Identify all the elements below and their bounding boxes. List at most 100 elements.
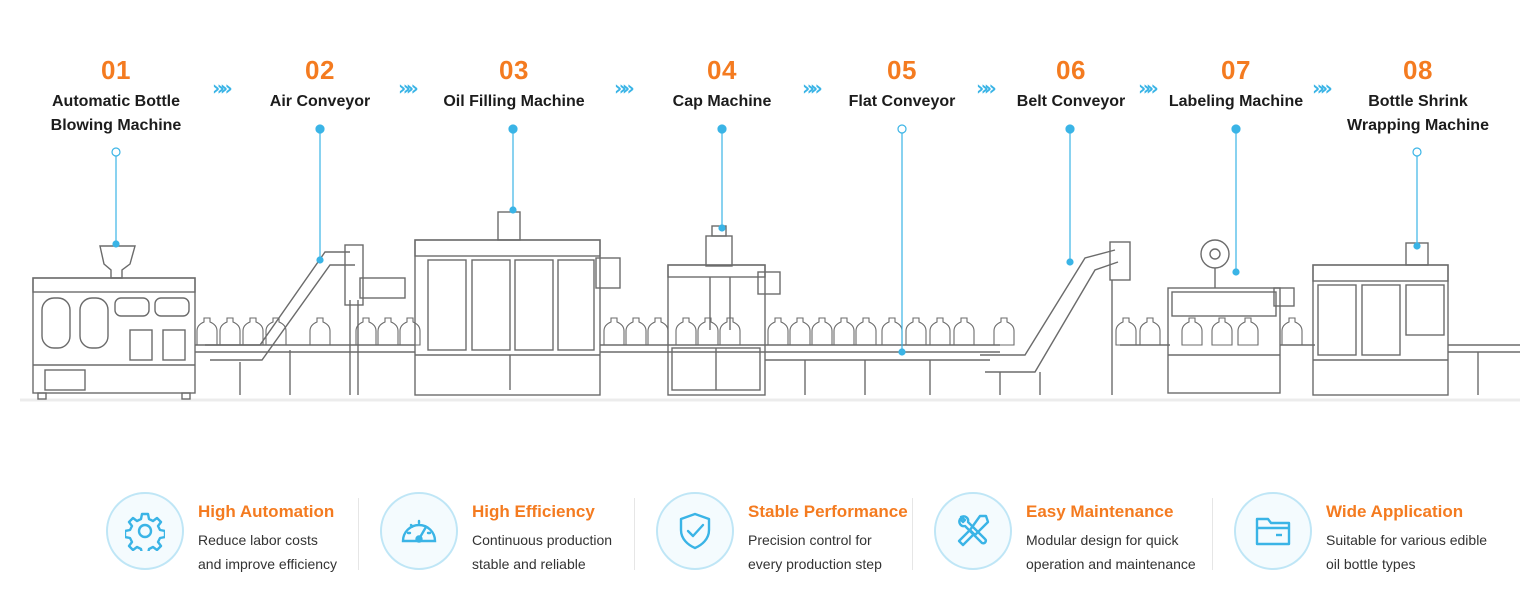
tools-icon: [934, 492, 1012, 570]
step-08: 08 Bottle Shrink Wrapping Machine: [1328, 52, 1508, 138]
step-number: 02: [305, 55, 335, 85]
flow-arrow-5: »»: [976, 76, 997, 100]
oil-bottle: [811, 317, 833, 346]
flow-arrow-1: »»: [212, 76, 233, 100]
feature-desc-line2: stable and reliable: [472, 556, 586, 572]
step-number: 01: [101, 55, 131, 85]
oil-bottle: [196, 317, 218, 346]
step-title-line1: Belt Conveyor: [1016, 93, 1126, 110]
callout-dot: [717, 124, 727, 134]
feature-high-automation: High Automation Reduce labor costs and i…: [106, 492, 376, 582]
oil-bottle: [789, 317, 811, 346]
oil-bottle: [881, 317, 903, 346]
step-title-line1: Oil Filling Machine: [443, 93, 585, 110]
oil-bottle: [399, 317, 421, 346]
feature-title: High Automation: [198, 502, 335, 521]
feature-divider: [1212, 498, 1213, 570]
shrink-wrapping-machine: [1312, 242, 1520, 396]
oil-bottle: [675, 317, 697, 346]
callout-anchor-dot: [718, 224, 726, 232]
feature-desc-line2: operation and maintenance: [1026, 556, 1196, 572]
feature-desc-line1: Reduce labor costs: [198, 532, 318, 548]
production-line-drawing: [20, 124, 1520, 402]
step-number: 03: [499, 55, 529, 85]
oil-bottle: [219, 317, 241, 346]
callout-dot: [315, 124, 325, 134]
oil-bottle: [647, 317, 669, 346]
step-title-line1: Automatic Bottle: [52, 93, 180, 110]
oil-bottle: [1211, 317, 1233, 346]
speedometer-icon: [380, 492, 458, 570]
callout-anchor-dot: [1413, 242, 1421, 250]
oil-bottle: [377, 317, 399, 346]
step-number: 08: [1403, 55, 1433, 85]
callout-anchor-dot: [1066, 258, 1074, 266]
oil-bottle: [767, 317, 789, 346]
feature-stable-performance: Stable Performance Precision control for…: [656, 492, 926, 582]
feature-title: Wide Application: [1326, 502, 1464, 521]
folder-icon: [1234, 492, 1312, 570]
labeling-machine: [1167, 239, 1315, 394]
oil-bottle: [697, 317, 719, 346]
feature-divider: [912, 498, 913, 570]
oil-bottle: [953, 317, 975, 346]
callout-anchor-dot: [1232, 268, 1240, 276]
oil-bottle: [309, 317, 331, 346]
callout-dot: [1412, 147, 1422, 157]
oil-bottle: [355, 317, 377, 346]
step-05: 05 Flat Conveyor: [812, 52, 992, 114]
flat-conveyor: [600, 344, 1000, 395]
feature-wide-application: Wide Application Suitable for various ed…: [1234, 492, 1504, 582]
step-title-line1: Air Conveyor: [269, 93, 371, 110]
flow-arrow-3: »»: [614, 76, 635, 100]
oil-bottle: [833, 317, 855, 346]
callout-anchor-dot: [316, 256, 324, 264]
step-number: 05: [887, 55, 917, 85]
step-06: 06 Belt Conveyor: [981, 52, 1161, 114]
flow-arrow-6: »»: [1138, 76, 1159, 100]
flow-arrow-2: »»: [398, 76, 419, 100]
step-03: 03 Oil Filling Machine: [424, 52, 604, 114]
feature-easy-maintenance: Easy Maintenance Modular design for quic…: [934, 492, 1204, 582]
feature-title: High Efficiency: [472, 502, 595, 521]
flow-arrow-7: »»: [1312, 76, 1333, 100]
step-07: 07 Labeling Machine: [1146, 52, 1326, 114]
step-02: 02 Air Conveyor: [230, 52, 410, 114]
feature-desc-line1: Suitable for various edible: [1326, 532, 1488, 548]
callout-anchor-dot: [509, 206, 517, 214]
callout-anchor-dot: [112, 240, 120, 248]
blowing-machine: [32, 245, 196, 400]
callout-dot: [111, 147, 121, 157]
oil-bottle: [1237, 317, 1259, 346]
step-01: 01 Automatic Bottle Blowing Machine: [26, 52, 206, 138]
callout-anchor-dot: [898, 348, 906, 356]
callout-dot: [1065, 124, 1075, 134]
feature-divider: [634, 498, 635, 570]
belt-conveyor: [980, 241, 1170, 395]
oil-bottle: [719, 317, 741, 346]
oil-bottle: [855, 317, 877, 346]
oil-bottle: [603, 317, 625, 346]
oil-bottle: [1139, 317, 1161, 346]
oil-bottle: [993, 317, 1015, 346]
feature-desc-line1: Precision control for: [748, 532, 872, 548]
oil-bottle: [265, 317, 287, 346]
feature-desc-line1: Modular design for quick: [1026, 532, 1179, 548]
feature-title: Easy Maintenance: [1026, 502, 1174, 521]
feature-desc-line2: oil bottle types: [1326, 556, 1416, 572]
step-title-line2: Blowing Machine: [50, 117, 182, 134]
oil-bottle: [1281, 317, 1303, 346]
step-number: 04: [707, 55, 737, 85]
oil-bottle: [625, 317, 647, 346]
feature-desc-line1: Continuous production: [472, 532, 613, 548]
gear-icon: [106, 492, 184, 570]
feature-desc-line2: every production step: [748, 556, 882, 572]
oil-bottle: [1115, 317, 1137, 346]
shield-check-icon: [656, 492, 734, 570]
flow-arrow-4: »»: [802, 76, 823, 100]
step-number: 06: [1056, 55, 1086, 85]
step-title-line1: Cap Machine: [672, 93, 772, 110]
air-conveyor: [195, 244, 415, 395]
feature-high-efficiency: High Efficiency Continuous production st…: [380, 492, 650, 582]
callout-dot: [897, 124, 907, 134]
